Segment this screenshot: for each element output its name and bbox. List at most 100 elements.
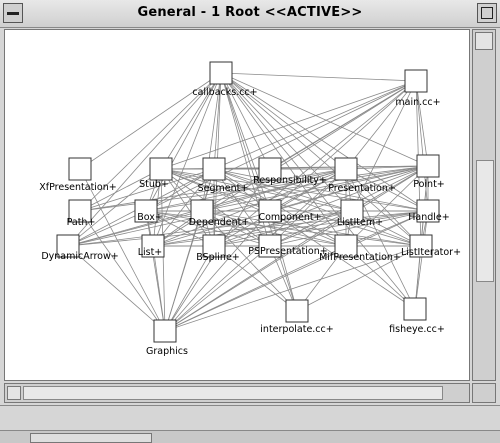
scroll-up-arrow-icon[interactable] [475, 32, 493, 50]
resize-handle-icon[interactable] [472, 383, 496, 403]
graph-node-dynarrow[interactable]: DynamicArrow+ [41, 234, 119, 262]
node-label: XfPresentation+ [39, 182, 116, 193]
node-box[interactable] [285, 299, 309, 323]
graph-nodes[interactable]: callbacks.cc+ main.cc+ XfPresentation+ Stub… [39, 61, 461, 357]
graph-node-listitem[interactable]: ListItem+ [337, 199, 383, 228]
node-label: BSpline+ [196, 252, 240, 263]
graph-node-stub[interactable]: Stub+ [139, 157, 173, 190]
node-box[interactable] [209, 61, 233, 85]
graph-node-graphics[interactable]: Graphics [146, 319, 188, 357]
graph-edge [152, 72, 222, 247]
node-box[interactable] [334, 157, 358, 181]
graph-edge [160, 80, 417, 170]
node-label: Presentation+ [328, 183, 396, 194]
graph-edge [213, 165, 429, 170]
graph-node-component[interactable]: Component+ [258, 199, 322, 223]
node-box[interactable] [340, 199, 364, 223]
graph-edge [213, 168, 353, 212]
node-box[interactable] [202, 157, 226, 181]
graph-node-xfpres[interactable]: XfPresentation+ [39, 157, 117, 193]
graph-edge [220, 72, 416, 310]
graph-node-pspres[interactable]: PSPresentation+ [248, 234, 328, 258]
node-label: PSPresentation+ [248, 246, 327, 257]
graph-node-callbacks[interactable]: callbacks.cc+ [192, 61, 258, 98]
dependency-graph[interactable]: callbacks.cc+ main.cc+ XfPresentation+ Stub… [5, 30, 470, 381]
node-box[interactable] [258, 234, 282, 258]
graph-edge [220, 72, 417, 82]
node-box[interactable] [141, 234, 165, 258]
node-label: Graphics [146, 346, 188, 357]
title-bar[interactable]: General - 1 Root <<ACTIVE>> [0, 0, 500, 28]
graph-edges [67, 72, 429, 332]
graph-node-mifpres[interactable]: MifPresentation+ [319, 234, 401, 263]
graph-edge [213, 245, 298, 312]
vertical-scroll-thumb[interactable] [476, 160, 494, 282]
graph-node-listiter[interactable]: ListIterator+ [401, 234, 461, 258]
horizontal-scrollbar[interactable] [4, 383, 470, 403]
graph-node-path[interactable]: Path+ [67, 199, 96, 228]
node-box[interactable] [149, 157, 173, 181]
graph-node-fisheye[interactable]: fisheye.cc+ [389, 297, 445, 335]
graph-node-bspline[interactable]: BSpline+ [196, 234, 240, 263]
node-box[interactable] [258, 157, 282, 181]
graph-node-resp[interactable]: Responsibility+ [253, 157, 327, 186]
node-box[interactable] [258, 199, 282, 223]
graph-node-segment[interactable]: Segment+ [198, 157, 249, 194]
graph-node-list[interactable]: List+ [138, 234, 165, 258]
graph-edge [269, 210, 353, 247]
node-label: callbacks.cc+ [192, 87, 257, 98]
window-maximize-button[interactable] [477, 3, 497, 23]
horizontal-scroll-thumb[interactable] [23, 386, 443, 400]
vertical-scrollbar[interactable] [472, 29, 496, 381]
graph-edge [79, 72, 222, 212]
graph-canvas[interactable]: callbacks.cc+ main.cc+ XfPresentation+ Stub… [4, 29, 470, 381]
graph-node-dependent[interactable]: Dependent+ [189, 199, 250, 228]
graph-node-interpolate[interactable]: interpolate.cc+ [260, 299, 334, 335]
node-box[interactable] [134, 199, 158, 223]
node-box[interactable] [68, 199, 92, 223]
node-box[interactable] [409, 234, 433, 258]
graph-node-pres[interactable]: Presentation+ [328, 157, 396, 194]
node-label: ListItem+ [337, 217, 383, 228]
node-box[interactable] [202, 234, 226, 258]
graph-edge [67, 210, 429, 247]
node-box[interactable] [56, 234, 80, 258]
bottom-tab[interactable] [30, 433, 152, 443]
graph-edge [201, 72, 222, 212]
node-box[interactable] [416, 199, 440, 223]
graph-edge [160, 168, 215, 247]
graph-edge [164, 168, 347, 332]
node-box[interactable] [334, 234, 358, 258]
graph-edge [345, 210, 429, 247]
graph-edge [145, 80, 417, 212]
graph-edge [213, 210, 429, 247]
node-box[interactable] [403, 297, 427, 321]
graph-edge [414, 210, 429, 310]
graph-edge [269, 210, 429, 247]
graph-node-handle[interactable]: Handle+ [408, 199, 450, 223]
graph-node-point[interactable]: Point+ [413, 154, 445, 190]
graph-edge [220, 72, 429, 212]
bottom-bar [0, 430, 500, 443]
node-box[interactable] [153, 319, 177, 343]
node-label: Dependent+ [189, 217, 250, 228]
graph-edge [79, 168, 162, 212]
graph-edge [145, 168, 347, 212]
graph-edge [152, 165, 429, 247]
node-box[interactable] [68, 157, 92, 181]
graph-edge [67, 72, 222, 247]
window-menu-button[interactable] [3, 3, 23, 23]
node-box[interactable] [190, 199, 214, 223]
graph-edge [67, 168, 162, 247]
graph-edge [213, 210, 353, 247]
graph-node-main[interactable]: main.cc+ [395, 69, 441, 108]
graph-edge [345, 165, 429, 247]
graph-edge [164, 245, 347, 332]
scroll-left-arrow-icon[interactable] [7, 386, 21, 400]
graph-edge [220, 72, 347, 170]
node-box[interactable] [416, 154, 440, 178]
graph-edge [213, 72, 222, 170]
node-box[interactable] [404, 69, 428, 93]
graph-edge [164, 210, 429, 332]
graph-node-box[interactable]: Box+ [134, 199, 163, 223]
